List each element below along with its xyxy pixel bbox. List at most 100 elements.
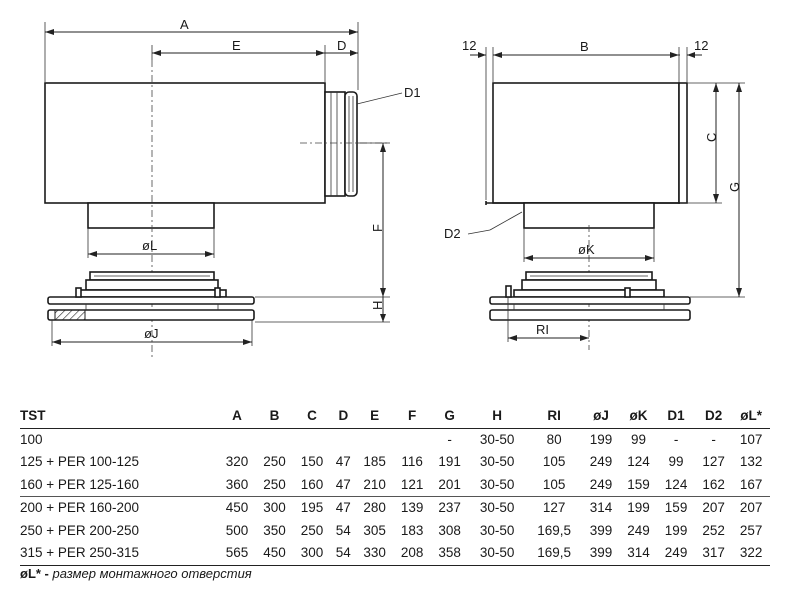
- table-cell: [356, 428, 394, 451]
- table-cell: 350: [263, 522, 286, 538]
- table-cell: 249: [589, 476, 613, 492]
- column-header: øK: [619, 405, 658, 429]
- table-cell: 30-50: [479, 454, 515, 470]
- table-cell: 250: [263, 454, 286, 470]
- column-header: øJ: [582, 405, 620, 429]
- column-header: H: [468, 405, 526, 429]
- left-collar: [324, 91, 346, 197]
- table-cell: 150: [300, 454, 324, 470]
- label-B: B: [580, 39, 589, 54]
- table-cell: -: [673, 431, 679, 447]
- left-box-body: [44, 82, 326, 204]
- table-cell: 124: [664, 476, 688, 492]
- table-cell: 199: [589, 431, 613, 447]
- table-cell: 47: [330, 496, 356, 520]
- column-header: D2: [694, 405, 733, 429]
- table-cell: 314: [619, 542, 658, 566]
- table-cell: 358: [430, 542, 469, 566]
- table-cell: 30-50: [479, 476, 515, 492]
- table-cell: 450: [255, 542, 294, 566]
- label-RI: RI: [536, 322, 549, 337]
- table-cell: 99: [668, 454, 684, 470]
- left-mounting-plate: [47, 271, 255, 321]
- label-oL: øL: [142, 238, 157, 253]
- label-A: A: [180, 17, 189, 32]
- table-cell: 199: [664, 522, 688, 538]
- table-cell: 399: [582, 542, 620, 566]
- column-header: C: [293, 405, 331, 429]
- footnote-symbol: øL* -: [20, 566, 49, 581]
- row-label: 100: [20, 431, 43, 447]
- table-cell: 249: [627, 522, 650, 538]
- label-12-left: 12: [462, 38, 476, 53]
- row-label: 315 + PER 250-315: [20, 542, 219, 566]
- table-cell: 450: [218, 496, 256, 520]
- table-cell: [256, 428, 294, 451]
- technical-drawing: A E D D1 F H øL: [44, 17, 745, 360]
- table-cell: 399: [589, 522, 613, 538]
- table-cell: 322: [732, 542, 770, 566]
- table-cell: 191: [438, 454, 461, 470]
- table-cell: 249: [657, 542, 695, 566]
- column-header: B: [255, 405, 294, 429]
- table-cell: 300: [293, 542, 331, 566]
- table-cell: 162: [702, 476, 725, 492]
- table-cell: 207: [732, 496, 770, 520]
- table-cell: 195: [293, 496, 331, 520]
- table-cell: [393, 428, 431, 451]
- right-box-body: [492, 82, 680, 204]
- label-D2: D2: [444, 226, 461, 241]
- table-cell: 127: [525, 496, 583, 520]
- table-cell: 300: [255, 496, 294, 520]
- row-label: 250 + PER 200-250: [20, 522, 139, 538]
- table-cell: -: [447, 431, 452, 447]
- table-cell: [331, 428, 356, 451]
- table-cell: 185: [363, 454, 386, 470]
- table-cell: 121: [400, 476, 424, 492]
- right-mounting-plate: [489, 271, 691, 321]
- table-cell: 360: [225, 476, 249, 492]
- table-cell: 30-50: [479, 431, 515, 447]
- table-cell: 305: [363, 522, 386, 538]
- table-cell: 127: [702, 454, 725, 470]
- label-E: E: [232, 38, 241, 53]
- label-G: G: [727, 182, 742, 192]
- table-cell: 80: [546, 431, 562, 447]
- table-cell: 99: [631, 431, 647, 447]
- table-cell: 159: [657, 496, 695, 520]
- table-cell: 183: [400, 522, 424, 538]
- table-cell: 132: [739, 454, 763, 470]
- table-cell: [293, 428, 331, 451]
- row-label: 125 + PER 100-125: [20, 454, 139, 470]
- table-cell: 199: [619, 496, 658, 520]
- table-cell: 30-50: [479, 522, 515, 538]
- table-cell: 124: [627, 454, 650, 470]
- table-cell: 320: [225, 454, 249, 470]
- table-cell: 500: [225, 522, 249, 538]
- table-cell: 30-50: [468, 542, 526, 566]
- label-D1: D1: [404, 85, 421, 100]
- table-cell: 308: [438, 522, 461, 538]
- right-spigot: [523, 202, 655, 229]
- left-spigot: [87, 202, 215, 229]
- column-header: F: [393, 405, 431, 429]
- footnote-text: размер монтажного отверстия: [52, 566, 252, 581]
- table-cell: 208: [393, 542, 431, 566]
- table-cell: 250: [263, 476, 286, 492]
- table-cell: 47: [335, 476, 351, 492]
- table-cell: [218, 428, 256, 451]
- table-cell: 330: [355, 542, 394, 566]
- table-cell: 257: [739, 522, 763, 538]
- column-header: D1: [657, 405, 695, 429]
- column-header: D: [330, 405, 356, 429]
- table-cell: 116: [401, 454, 423, 470]
- column-header: G: [430, 405, 469, 429]
- table-cell: 160: [300, 476, 324, 492]
- label-oK: øK: [578, 242, 595, 257]
